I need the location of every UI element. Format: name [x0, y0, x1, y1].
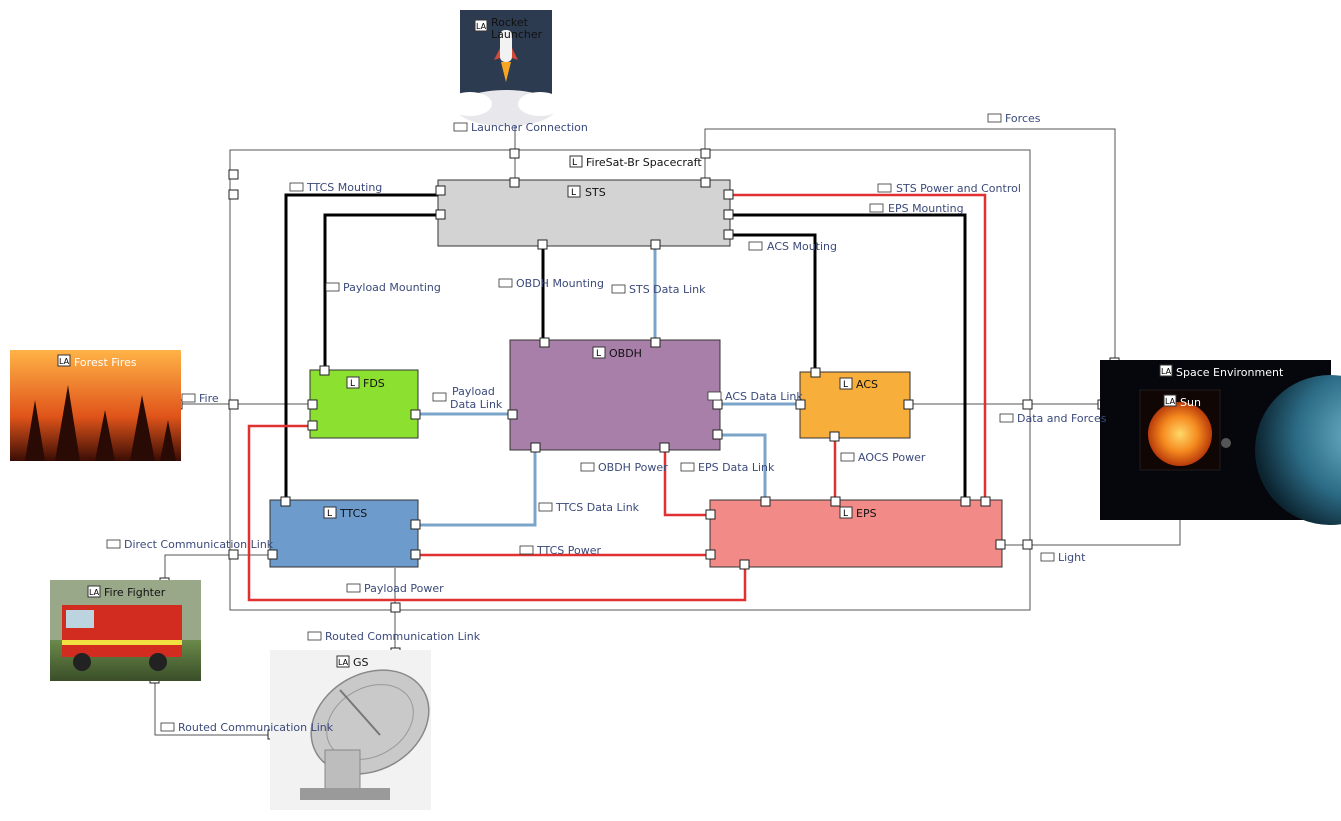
forest-icon — [25, 385, 176, 461]
svg-text:L: L — [572, 158, 577, 168]
svg-text:L: L — [350, 379, 355, 389]
component-sts[interactable]: L STS — [437, 179, 731, 247]
space-label: Space Environment — [1176, 366, 1284, 379]
actor-gs[interactable]: LA GS — [270, 649, 448, 810]
link-labels: Launcher Connection Forces TTCS Mouting … — [124, 112, 1107, 734]
svg-text:LA: LA — [59, 357, 70, 366]
label-obdh-mounting: OBDH Mounting — [516, 277, 604, 290]
label-direct-comm-link: Direct Communication Link — [124, 538, 274, 551]
data-links — [418, 245, 800, 527]
mounting-links — [284, 193, 967, 500]
actor-rocket-launcher[interactable]: LA Rocket Launcher — [448, 10, 562, 126]
label-forces: Forces — [1005, 112, 1041, 125]
sun-icon — [1148, 402, 1212, 466]
system-badge: L — [569, 155, 583, 168]
planet-icon — [1255, 375, 1341, 525]
actor-sun[interactable]: LA Sun — [1139, 389, 1221, 471]
label-sts-data-link: STS Data Link — [629, 283, 706, 296]
fds-label: FDS — [363, 377, 385, 390]
link-badge-icons — [106, 113, 1055, 732]
system-title: FireSat-Br Spacecraft — [586, 156, 702, 169]
label-payload-data-link-1: Payload — [452, 385, 495, 398]
actor-fire-fighter[interactable]: LA Fire Fighter — [50, 580, 201, 681]
system-frame — [229, 149, 1031, 611]
label-ttcs-power: TTCS Power — [536, 544, 601, 557]
component-ttcs[interactable]: L TTCS — [269, 499, 419, 568]
svg-text:LA: LA — [1161, 367, 1172, 376]
obdh-label: OBDH — [609, 347, 642, 360]
label-sts-power-control: STS Power and Control — [896, 182, 1021, 195]
rocket-label-1: Rocket — [491, 16, 529, 29]
actor-space-environment[interactable]: LA Space Environment — [1100, 360, 1341, 525]
component-eps[interactable]: L EPS — [709, 499, 1003, 568]
satellite-dish-icon — [300, 669, 430, 800]
eps-label: EPS — [856, 507, 877, 520]
label-fire: Fire — [199, 392, 219, 405]
component-acs[interactable]: L ACS — [799, 371, 911, 439]
label-eps-mounting: EPS Mounting — [888, 202, 964, 215]
component-fds[interactable]: L FDS — [309, 369, 419, 439]
forest-label: Forest Fires — [74, 356, 137, 369]
label-light: Light — [1058, 551, 1086, 564]
svg-text:L: L — [327, 509, 332, 519]
label-routed-comm-link-2: Routed Communication Link — [178, 721, 334, 734]
ttcs-label: TTCS — [339, 507, 367, 520]
label-acs-data-link: ACS Data Link — [725, 390, 803, 403]
label-launcher-connection: Launcher Connection — [471, 121, 588, 134]
label-obdh-power: OBDH Power — [598, 461, 668, 474]
label-ttcs-data-link: TTCS Data Link — [555, 501, 640, 514]
power-links — [247, 193, 987, 602]
svg-text:LA: LA — [476, 22, 487, 31]
rocket-label-2: Launcher — [491, 28, 543, 41]
rocket-flame-icon — [501, 62, 511, 82]
actor-forest-fires[interactable]: LA Forest Fires — [10, 350, 181, 461]
sts-label: STS — [585, 186, 606, 199]
gs-label: GS — [353, 656, 369, 669]
component-obdh[interactable]: L OBDH — [509, 339, 721, 451]
fire-truck-icon — [62, 605, 182, 671]
label-routed-comm-link-1: Routed Communication Link — [325, 630, 481, 643]
label-payload-data-link-2: Data Link — [450, 398, 503, 411]
sun-label: Sun — [1180, 396, 1201, 409]
svg-text:LA: LA — [89, 588, 100, 597]
label-acs-mouting: ACS Mouting — [767, 240, 837, 253]
svg-text:L: L — [571, 188, 576, 198]
label-payload-mounting: Payload Mounting — [343, 281, 441, 294]
svg-text:L: L — [596, 349, 601, 359]
label-eps-data-link: EPS Data Link — [698, 461, 775, 474]
svg-text:L: L — [843, 380, 848, 390]
rocket-icon — [500, 30, 512, 62]
label-aocs-power: AOCS Power — [858, 451, 926, 464]
label-ttcs-mouting: TTCS Mouting — [306, 181, 382, 194]
svg-text:LA: LA — [1165, 397, 1176, 406]
label-payload-power: Payload Power — [364, 582, 444, 595]
svg-text:L: L — [843, 509, 848, 519]
svg-text:LA: LA — [338, 658, 349, 667]
acs-label: ACS — [856, 378, 878, 391]
label-data-and-forces: Data and Forces — [1017, 412, 1107, 425]
fighter-label: Fire Fighter — [104, 586, 166, 599]
